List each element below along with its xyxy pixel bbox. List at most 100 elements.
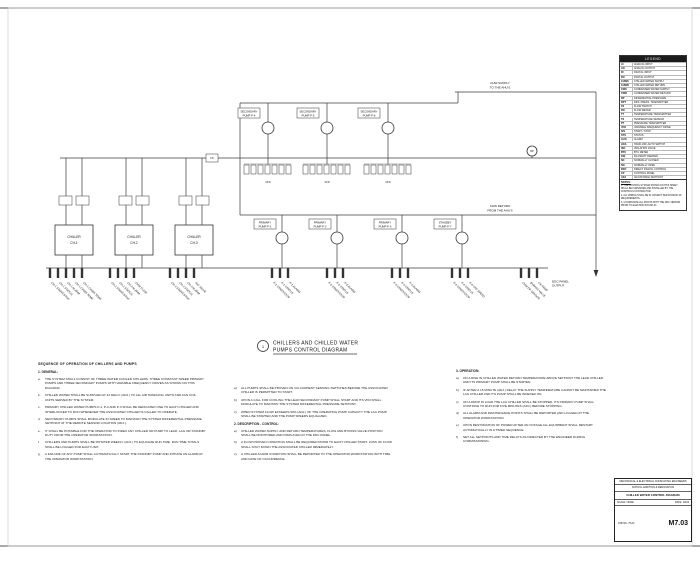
legend-desc-cell: KILOWATT DEMAND	[634, 155, 658, 159]
legend-desc-cell: DIGITAL INPUT	[634, 71, 652, 75]
primary-pump-label-1: PRIMARY	[314, 220, 326, 224]
io-point-box	[278, 164, 285, 175]
note-item-id: a)	[456, 376, 459, 380]
legend-row: S/S START / STOP	[620, 129, 686, 134]
secondary-pump-label-2: PUMP P-5	[302, 113, 315, 117]
legend-notes: NOTES: 1. THE CONTROL SYSTEM SHOWN ON TH…	[620, 179, 686, 210]
terminal-tick	[124, 268, 128, 278]
chiller-label: CHILLER	[67, 235, 81, 239]
legend-row: HOA HAND-OFF-AUTO SWITCH	[620, 141, 686, 146]
primary-pump-tagbox	[253, 218, 277, 230]
terminal-tick	[333, 268, 337, 278]
io-point-box	[271, 164, 278, 175]
terminal-tick	[535, 268, 539, 278]
legend-note: 1. THE CONTROL SYSTEM SHOWN ON THIS SHEE…	[621, 184, 678, 194]
legend-desc-cell: DIGITAL OUTPUT	[634, 75, 655, 79]
flow-switch-icon	[205, 153, 219, 163]
note-item-id: g.	[38, 452, 41, 457]
note-item-id: e)	[456, 423, 459, 428]
terminal-tick	[450, 268, 454, 278]
legend-table: LEGEND AI ANALOG INPUT AO ANALOG OUTPUT …	[619, 55, 687, 212]
chiller-control-box	[135, 195, 150, 206]
legend-abbr-cell: DDC	[620, 167, 633, 171]
note-item-text: UPON RESTORATION OF POWER AFTER AN OUTAG…	[463, 423, 593, 432]
diagram-title-line2: PUMPS CONTROL DIAGRAM	[273, 348, 347, 354]
chiller-control-box	[178, 195, 193, 206]
legend-desc-cell: CHILLED WATER RETURN	[634, 84, 666, 88]
io-point-box	[243, 164, 250, 175]
chiller-tag: CH-3	[190, 241, 198, 245]
io-point-box	[302, 164, 309, 175]
legend-desc-cell: ISOLATION VALVE	[634, 146, 656, 150]
note-item: c) A CHILLER ALARM CONDITION SHALL BE RE…	[234, 452, 392, 461]
legend-row: FM FLOW METER	[620, 108, 686, 113]
legend-row: ADJ ADJUSTABLE SETPOINT	[620, 175, 686, 180]
note-item: d. SECONDARY PUMPS SHALL MODULATE IN SPE…	[38, 417, 206, 426]
note-item-id: f.	[38, 440, 40, 445]
legend-abbr-cell: BTU	[620, 151, 633, 155]
io-point-box	[309, 164, 316, 175]
secondary-pump-label-1: SECONDARY	[300, 109, 317, 113]
return-label-1: CHW RETURN	[490, 204, 511, 208]
terminal-tick	[527, 268, 531, 278]
terminal-tick	[56, 268, 60, 278]
general-items: a. THE SYSTEM SHALL CONSIST OF THREE WAT…	[38, 377, 206, 461]
io-point-box	[330, 164, 337, 175]
legend-abbr-cell: STS	[620, 134, 633, 138]
note-item-text: SECONDARY PUMPS SHALL MODULATE IN SPEED …	[45, 416, 202, 426]
note-item-id: c)	[234, 409, 237, 414]
chiller-box	[174, 224, 214, 256]
control-items-a: a) ALL PUMPS SHALL BE PROVEN ON VIA CURR…	[234, 386, 392, 419]
sequence-heading: SEQUENCE OF OPERATION OF CHILLERS AND PU…	[38, 362, 137, 366]
note-item-text: CHILLERS AND PUMPS SHALL BE ROTATED WEEK…	[45, 440, 200, 449]
legend-row: PT PRESSURE TRANSMITTER	[620, 120, 686, 125]
legend-abbr-cell: NC	[620, 159, 633, 163]
note-item-id: b)	[234, 397, 237, 402]
note-item-text: ON A DROP IN LOAD THE LAG CHILLER SHALL …	[463, 399, 594, 409]
legend-rows: AI ANALOG INPUT AO ANALOG OUTPUT DI DIGI…	[620, 62, 686, 180]
note-item-id: a.	[38, 377, 41, 381]
note-item: e. IT SHALL BE POSSIBLE FOR THE OPERATOR…	[38, 429, 206, 438]
note-item-id: c.	[38, 405, 41, 410]
terminal-tick	[72, 268, 76, 278]
note-item-id: c)	[234, 452, 237, 457]
piping-lines	[46, 91, 599, 277]
note-item-text: WHEN SYSTEM FLOW EXCEEDS 90% (ADJ.) OF T…	[241, 409, 387, 419]
titleblock-sheet: JOB NO. 75-03 M7.03	[615, 506, 691, 541]
chiller-label: CHILLER	[187, 235, 201, 239]
note-item-text: A FLOW PROVEN CONDITION SHALL BE REQUIRE…	[241, 440, 392, 449]
note-item-id: d)	[456, 411, 459, 416]
section-control: 2. DESCRIPTION - CONTROL:	[234, 421, 279, 426]
legend-row: ALM ALARM	[620, 137, 686, 142]
titleblock-job: JOB NO. 75-03	[618, 522, 635, 526]
legend-note: 3. COORDINATE ALL POINTS WITH THE DDC VE…	[621, 202, 681, 208]
legend-desc-cell: TEMPERATURE TRANSMITTER	[634, 113, 672, 117]
legend-desc-cell: DIFF. PRESS. TRANSMITTER	[634, 100, 669, 104]
note-item: b) IF AFTER A 15 MINUTE (ADJ.) DELAY THE…	[456, 388, 606, 397]
io-point-box	[257, 164, 264, 175]
terminal-tick	[325, 268, 329, 278]
primary-pump-label-2: PUMP P-7	[439, 224, 452, 228]
primary-pump-icon	[455, 231, 469, 245]
arrow-down-icon	[593, 270, 599, 277]
legend-title: LEGEND	[620, 56, 686, 62]
legend-row: DI DIGITAL INPUT	[620, 70, 686, 75]
legend-desc-cell: CHILLED WATER SUPPLY	[634, 79, 665, 83]
io-point-box	[316, 164, 323, 175]
secondary-pump-label-2: PUMP P-6	[363, 113, 376, 117]
legend-desc-cell: FLOW SWITCH	[634, 104, 652, 108]
legend-desc-cell: CONTROL PANEL	[634, 171, 655, 175]
chiller-tag: CH-2	[130, 241, 138, 245]
ddc-output-label-1: DDC PANEL	[552, 280, 569, 284]
note-item-id: b)	[456, 387, 459, 392]
detail-bubble	[257, 340, 269, 352]
supply-label-1: CHW SUPPLY	[490, 81, 510, 85]
note-item: a. THE SYSTEM SHALL CONSIST OF THREE WAT…	[38, 377, 206, 390]
terminal-tick	[458, 268, 462, 278]
terminal-tick	[176, 268, 180, 278]
terminal-tick	[108, 268, 112, 278]
primary-pump-icon	[330, 231, 344, 245]
operation-items: a) ON A RISE IN CHILLED WATER RETURN TEM…	[456, 376, 606, 444]
note-item-id: a)	[234, 428, 237, 433]
